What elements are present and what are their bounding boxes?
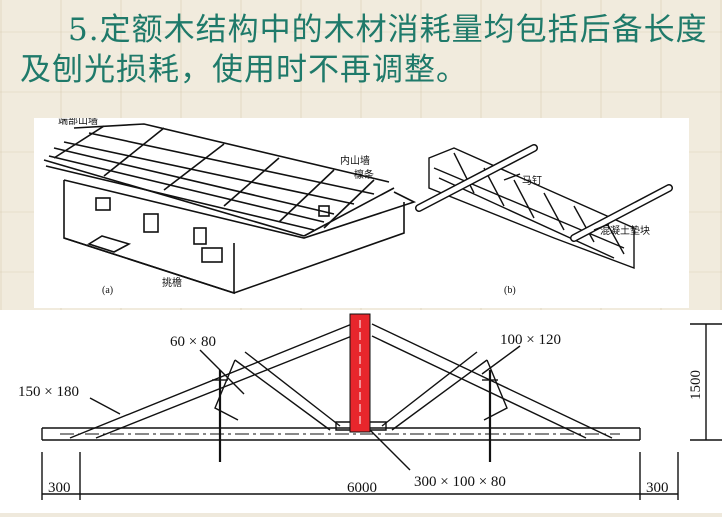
dim-bottom-chord: 150 × 180 [18,384,79,400]
label-panel-b: (b) [504,285,516,296]
purlin-support-detail [415,144,673,270]
roof-framing-drawing: 端部山墙 内山墙 檩条 挑檐 (a) (b) 马钉 混凝土垫块 [43,114,673,296]
label-dog-nail: 马钉 [522,175,542,187]
slide-title: 5.定额木结构中的木材消耗量均包括后备长度及刨光损耗，使用时不再调整。 [20,12,708,88]
label-eave: 挑檐 [162,276,182,289]
dim-top-chord-left: 60 × 80 [170,334,216,350]
truss-figure: 60 × 80 100 × 120 150 × 180 300 × 100 × … [0,310,722,513]
dim-tie: 300 × 100 × 80 [414,474,506,490]
label-inner-gable-wall: 内山墙 [340,154,370,167]
roof-framing-figure: 端部山墙 内山墙 檩条 挑檐 (a) (b) 马钉 混凝土垫块 [34,114,689,308]
front-wall [63,180,235,295]
dim-span: 6000 [347,480,377,496]
dim-overhang-left: 300 [48,480,71,496]
ridge-line [73,123,390,183]
dim-top-chord-right: 100 × 120 [500,332,561,348]
dim-overhang-right: 300 [646,480,669,496]
dim-height: 1500 [688,370,704,400]
label-end-gable-wall: 端部山墙 [58,118,98,127]
label-concrete-pad: 混凝土垫块 [600,224,650,237]
label-purlin: 檩条 [354,168,374,181]
truss-drawing: 60 × 80 100 × 120 150 × 180 300 × 100 × … [18,313,722,500]
label-panel-a: (a) [102,285,113,296]
